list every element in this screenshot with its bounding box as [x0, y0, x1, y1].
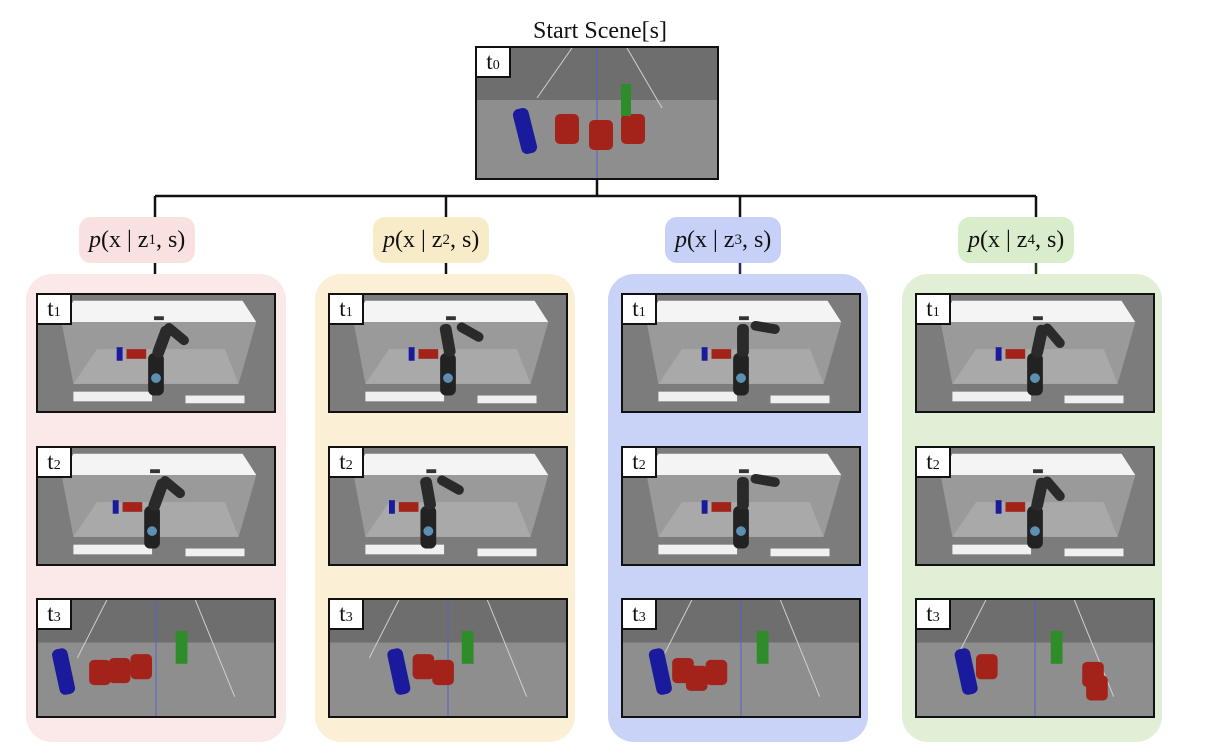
scene-image	[623, 600, 859, 716]
scene-image	[917, 448, 1153, 564]
scene-image	[477, 48, 717, 178]
scene-image	[330, 600, 566, 716]
scene-image	[917, 295, 1153, 411]
scene-image	[330, 295, 566, 411]
scene-image	[623, 295, 859, 411]
start-scene-title: Start Scene[s]	[533, 18, 667, 44]
scene-image	[38, 600, 274, 716]
branch-arrows	[142, 263, 1049, 300]
scene-image	[917, 600, 1153, 716]
scene-image	[38, 295, 274, 411]
scene-image	[330, 448, 566, 564]
scene-image	[38, 448, 274, 564]
tree-branch	[153, 178, 1038, 218]
scene-image	[623, 448, 859, 564]
